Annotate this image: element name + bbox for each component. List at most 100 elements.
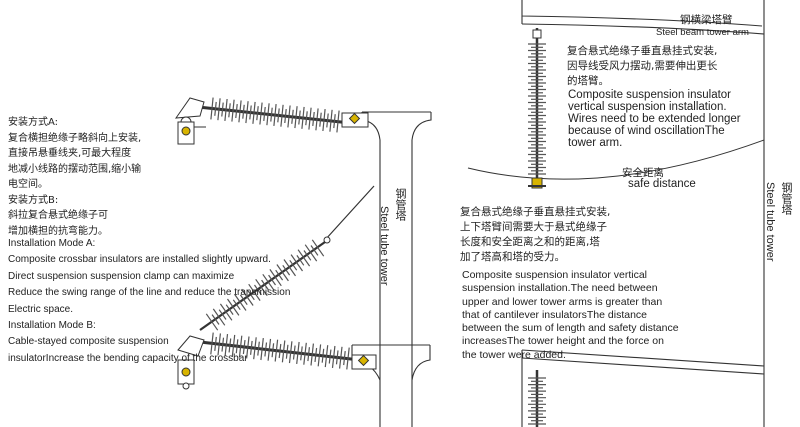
insulator-shed	[322, 109, 326, 132]
insulator-shed	[219, 303, 233, 321]
insulator-shed	[218, 309, 227, 320]
insulator-shed	[221, 337, 225, 352]
insulator-shed	[312, 111, 315, 126]
mode-a-cn-line: 直接吊悬垂线夹,可最大程度	[8, 148, 132, 159]
insulator-shed	[284, 109, 287, 124]
en-line: Reduce the swing range of the line and r…	[8, 287, 291, 299]
insulator-shed	[228, 103, 231, 118]
insulator-shed	[301, 106, 305, 129]
insulator-shed	[326, 113, 329, 128]
insulator-shed	[282, 264, 291, 276]
safe-distance-arc	[467, 139, 765, 180]
mode-b-cn-line: 增加横担的抗弯能力。	[8, 225, 108, 237]
en-line: Direct suspension suspension clamp can m…	[8, 270, 235, 282]
right-en-line: Composite suspension insulator vertical	[462, 269, 648, 281]
right-chinese-description: 复合悬式绝缘子垂直悬挂式安装, 上下塔臂间需要大于悬式绝缘子 长度和安全距离之和…	[460, 205, 610, 265]
insulator-shed	[225, 304, 234, 315]
right-en-line: suspension installation.The need between	[462, 282, 658, 295]
en-line: insulatorIncrease the bending capacity o…	[8, 352, 248, 364]
middle-english-description: Composite suspension insulator vertical …	[568, 89, 741, 149]
insulator-shed	[336, 110, 340, 133]
insulator-shed	[271, 343, 275, 358]
mid-en-line: Wires need to be extended longer	[568, 113, 741, 125]
insulator-shed	[259, 102, 263, 125]
insulator-shed	[269, 269, 282, 287]
insulator-shed	[296, 255, 305, 266]
insulator-shed	[239, 294, 248, 306]
insulator-shed	[303, 250, 312, 261]
insulator-shed	[303, 342, 307, 365]
insulator-shed	[231, 99, 235, 122]
insulator-shed	[297, 249, 311, 267]
cable-stayed-insulator	[199, 185, 375, 331]
insulator-shed	[314, 347, 318, 362]
mode-a-cn-line: 电空间。	[8, 179, 48, 190]
lower-crossbar-insulator	[177, 332, 377, 390]
insulator-shed	[331, 345, 336, 368]
insulator-shed	[343, 351, 346, 366]
en-line: Installation Mode B:	[8, 320, 96, 332]
right-en-line: upper and lower tower arms is greater th…	[462, 295, 663, 308]
insulator-shed	[262, 273, 275, 292]
mode-a-b-chinese-description: 安装方式A: 复合横担绝缘子略斜向上安装, 直接吊悬垂线夹,可最大程度 地减小线…	[8, 115, 208, 239]
insulator-shed	[267, 338, 272, 361]
right-cn-line: 上下塔臂间需要大于悬式绝缘子	[460, 221, 607, 233]
insulator-shed	[250, 340, 253, 355]
right-en-line: between the sum of length and safety dis…	[462, 322, 679, 335]
insulator-shed	[212, 308, 226, 326]
right-en-line: the tower were added.	[462, 348, 566, 361]
right-cn-line: 长度和安全距离之和的距离,塔	[460, 236, 600, 248]
insulator-shed	[254, 284, 262, 296]
insulator-shed	[346, 347, 350, 370]
right-cn-line: 加了塔高和塔的受力。	[460, 251, 565, 263]
insulator-shed	[210, 332, 214, 355]
insulator-shed	[264, 342, 268, 357]
steel-beam-tower-arm	[521, 0, 765, 427]
insulator-shed	[245, 101, 249, 124]
lower-tower-arm-right	[521, 349, 765, 427]
en-line: Installation Mode A:	[8, 238, 96, 249]
insulator-shed	[333, 114, 336, 129]
insulator-shed	[294, 106, 298, 129]
insulator-shed	[275, 269, 284, 281]
insulator-shed	[310, 343, 314, 366]
insulator-shed	[321, 348, 325, 363]
insulator-shed	[221, 102, 224, 117]
right-tower-label-en: Steel tube tower	[764, 182, 776, 262]
mid-en-line: tower arm.	[568, 137, 623, 149]
insulator-shed	[289, 259, 298, 271]
insulator-shed	[290, 254, 303, 272]
beam-label-cn: 钢横梁塔臂	[680, 14, 733, 26]
insulator-shed	[317, 344, 322, 367]
insulator-shed	[300, 346, 303, 361]
mode-b-cn-title: 安装方式B:	[8, 194, 59, 206]
right-en-line: increasesThe tower height and the force …	[462, 335, 664, 348]
left-steel-tube-tower	[351, 111, 432, 427]
insulator-shed	[253, 337, 257, 360]
insulator-shed	[308, 107, 312, 130]
insulator-shed	[281, 340, 286, 363]
mid-cn-line: 因导线受风力摆动,需要伸出更长	[567, 60, 718, 72]
insulator-shed	[305, 111, 308, 126]
insulator-shed	[257, 341, 260, 356]
insulator-shed	[324, 345, 329, 368]
insulator-shed	[234, 293, 247, 311]
insulator-shed	[214, 101, 217, 116]
insulator-shed	[231, 334, 236, 357]
en-line: Cable-stayed composite suspension	[8, 336, 169, 348]
insulator-shed	[242, 340, 246, 355]
insulator-shed	[277, 108, 280, 123]
insulator-shed	[304, 244, 318, 262]
insulator-shed	[232, 299, 241, 311]
safe-distance-label-cn: 安全距离	[622, 167, 664, 179]
right-english-description: Composite suspension insulator vertical …	[462, 269, 679, 362]
insulator-shed	[246, 336, 250, 359]
insulator-shed	[205, 313, 219, 331]
insulator-shed	[224, 98, 228, 121]
insulator-shed	[270, 107, 273, 122]
insulator-shed	[319, 112, 322, 127]
insulator-shed	[288, 341, 293, 364]
insulator-shed	[315, 108, 319, 131]
insulator-shed	[260, 338, 264, 361]
